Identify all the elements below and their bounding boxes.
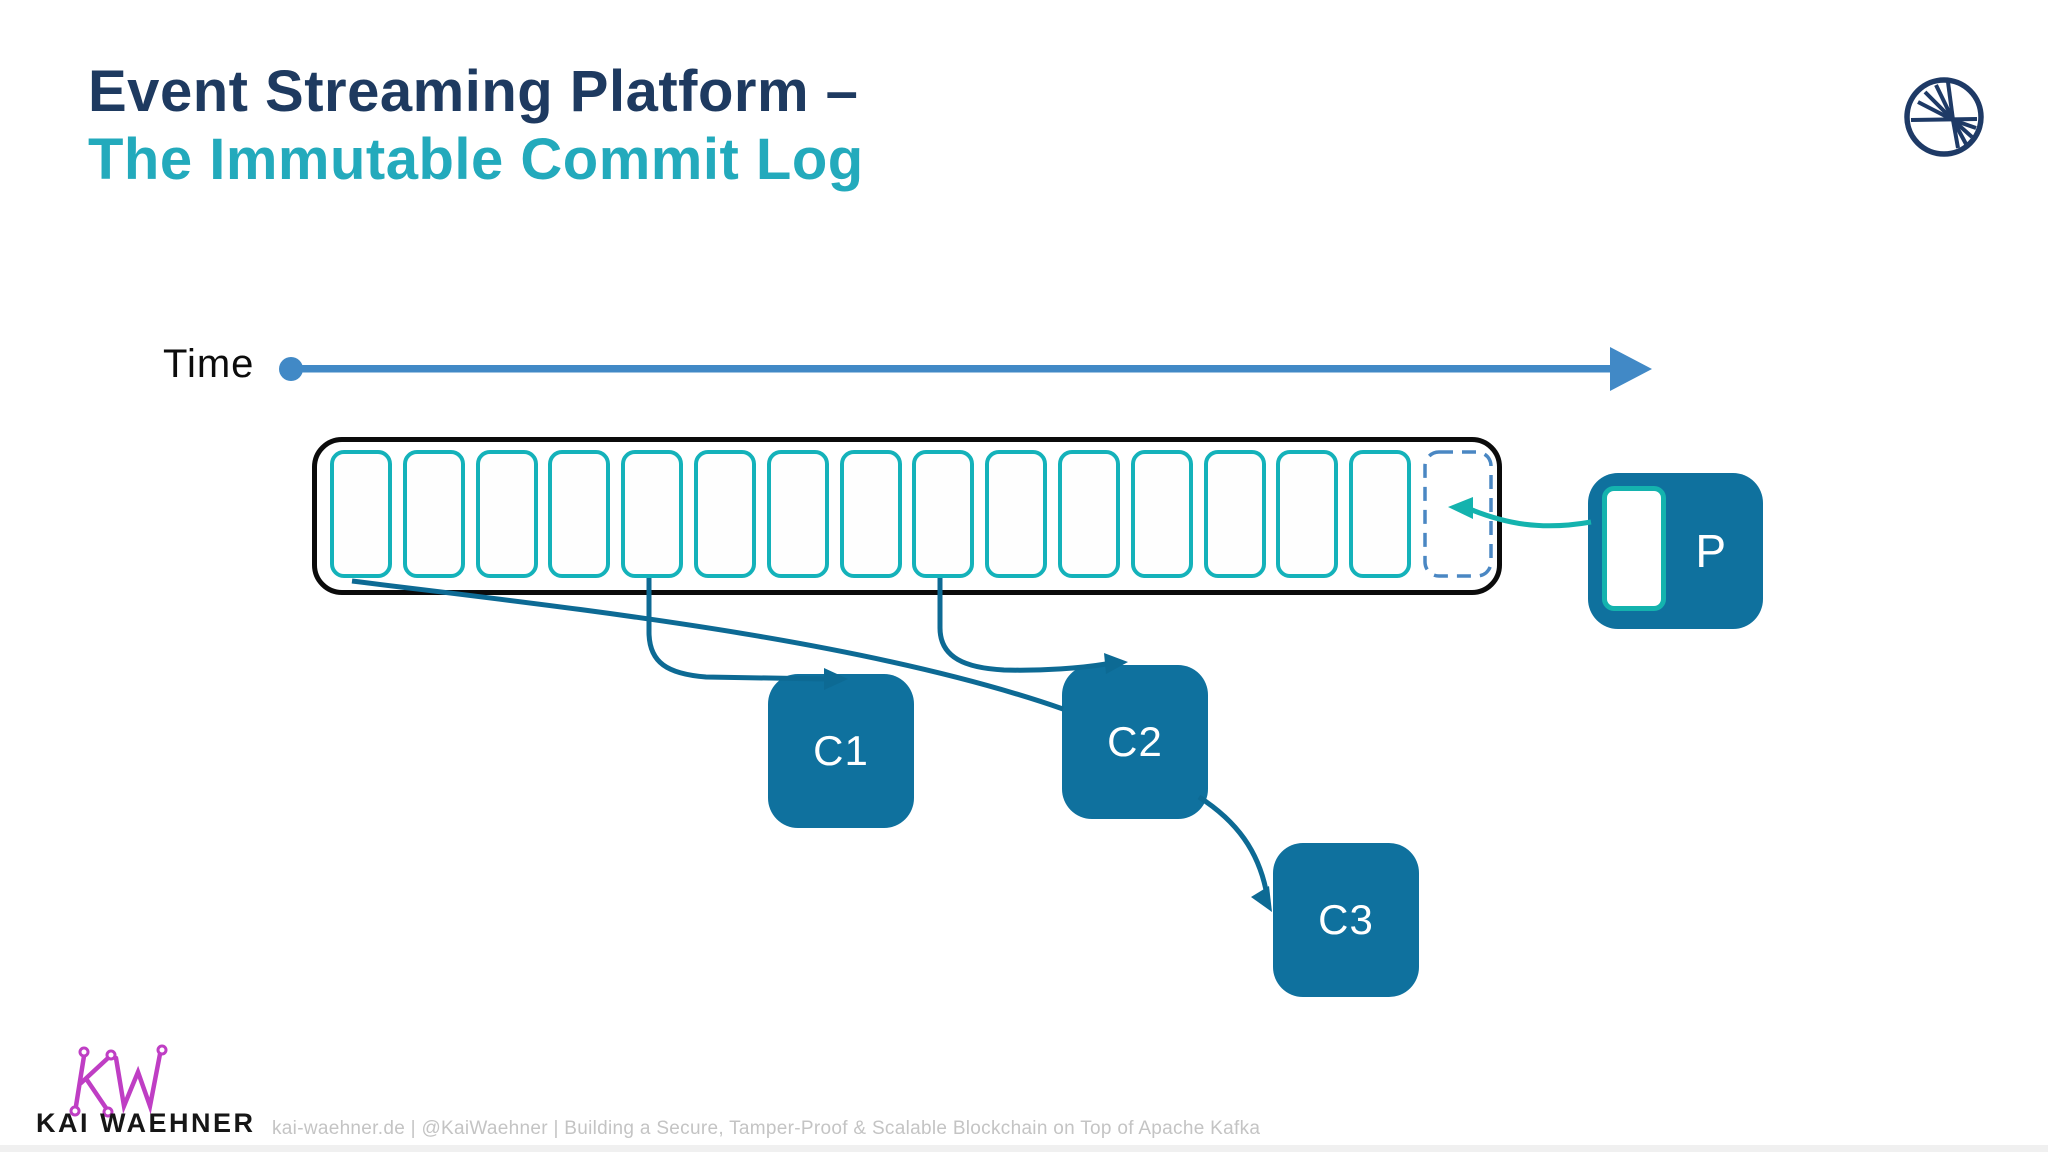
time-label: Time [163,342,255,386]
consumer-node-c2: C2 [1062,665,1208,819]
consumer-label-c2: C2 [1107,718,1163,765]
log-cell [330,450,392,578]
consumer-label-c1: C1 [813,727,869,774]
log-cell [475,450,538,578]
log-cell [912,450,975,578]
time-arrowhead-icon [1610,347,1652,391]
title-line-2: The Immutable Commit Log [88,127,864,193]
arrow-c2-to-c3 [1197,794,1269,891]
log-cell [985,450,1048,578]
arrowhead-c3-icon [1251,886,1272,912]
time-arrow-start-dot [279,357,303,381]
producer-message-cell [1602,486,1666,611]
log-cell [548,450,611,578]
log-cell [1130,450,1193,578]
footer-text: kai-waehner.de | @KaiWaehner | Building … [272,1118,1261,1139]
producer-node: P [1588,473,1763,629]
commit-log-partition [312,437,1502,595]
producer-label: P [1695,525,1727,577]
consumer-node-c3: C3 [1273,843,1419,997]
log-cell [839,450,902,578]
consumer-node-c1: C1 [768,674,914,828]
log-cell [402,450,465,578]
commit-log-cells [330,450,1412,578]
log-cell [1057,450,1120,578]
log-cell [1203,450,1266,578]
kw-logo [69,1044,168,1118]
bottom-strip [0,1145,2048,1152]
log-cell [1349,450,1412,578]
arrow-cell1-to-c2 [351,578,1064,712]
confluent-logo-icon [1904,77,1984,157]
log-cell [621,450,684,578]
brand-name: KAI WAEHNER [36,1108,256,1138]
log-cell [693,450,756,578]
log-cell [1276,450,1339,578]
log-cell [766,450,829,578]
consumer-label-c3: C3 [1318,896,1374,943]
title-line-1: Event Streaming Platform – [88,59,859,124]
page-title: Event Streaming Platform – The Immutable… [88,58,864,195]
